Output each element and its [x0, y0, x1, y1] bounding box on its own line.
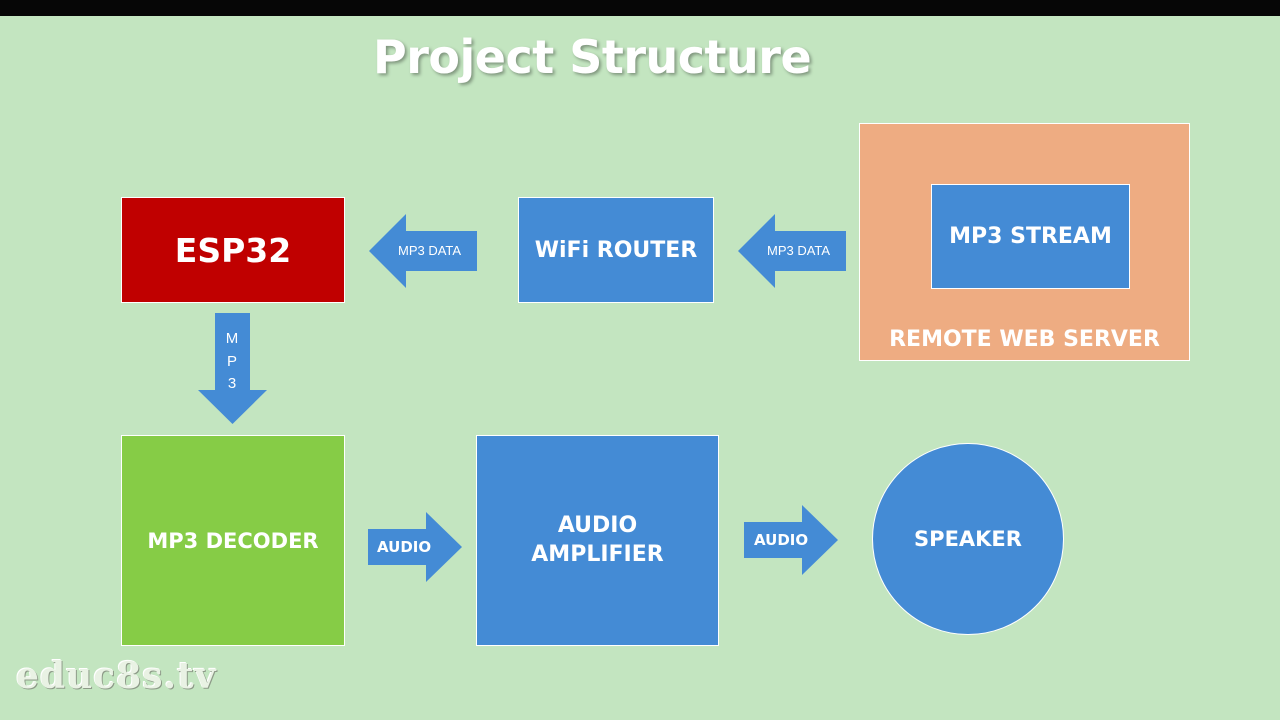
arrow-right-fill [744, 505, 838, 575]
speaker-label: SPEAKER [914, 527, 1022, 551]
wifi-router-label: WiFi ROUTER [534, 237, 698, 263]
arrow-server-to-router: MP3 DATA [738, 214, 846, 288]
arrow-right-shape [744, 505, 838, 575]
arrow-label-3: 3 [227, 375, 237, 392]
arrow-down-shape [198, 313, 267, 424]
mp3-stream-node: MP3 STREAM [931, 184, 1130, 289]
mp3-stream-label: MP3 STREAM [949, 224, 1112, 249]
esp32-node: ESP32 [121, 197, 345, 303]
arrow-esp32-to-decoder: M P 3 [198, 313, 267, 424]
wifi-router-node: WiFi ROUTER [518, 197, 714, 303]
arrow-router-to-esp32: MP3 DATA [369, 214, 477, 288]
audio-amplifier-label: AUDIO AMPLIFIER [531, 512, 664, 567]
arrow-left-fill [369, 214, 477, 288]
arrow-left-shape [369, 214, 477, 288]
arrow-label-mp3-data: MP3 DATA [398, 243, 462, 258]
mp3-decoder-label: MP3 DECODER [147, 528, 319, 553]
arrow-label-m: M [225, 330, 239, 347]
arrow-right-shape [368, 512, 462, 582]
page-title: Project Structure [373, 30, 812, 84]
arrow-right-fill [368, 512, 462, 582]
arrow-left-shape [738, 214, 846, 288]
watermark-logo: educ8s.tv [16, 655, 217, 697]
arrow-label-p: P [226, 353, 237, 370]
esp32-label: ESP32 [174, 230, 292, 270]
arrow-left-fill [738, 214, 846, 288]
top-black-bar [0, 0, 1280, 16]
arrow-down-fill [198, 313, 267, 424]
remote-web-server-label: REMOTE WEB SERVER [889, 327, 1160, 352]
audio-amplifier-node: AUDIO AMPLIFIER [476, 435, 719, 646]
arrow-label-audio: AUDIO [377, 538, 432, 556]
arrow-amp-to-speaker: AUDIO [744, 505, 838, 575]
speaker-node: SPEAKER [872, 443, 1064, 635]
arrow-label-audio: AUDIO [754, 531, 809, 549]
arrow-label-mp3-data: MP3 DATA [767, 243, 831, 258]
remote-web-server-node: REMOTE WEB SERVER [859, 123, 1190, 361]
mp3-decoder-node: MP3 DECODER [121, 435, 345, 646]
arrow-decoder-to-amp: AUDIO [368, 512, 462, 582]
